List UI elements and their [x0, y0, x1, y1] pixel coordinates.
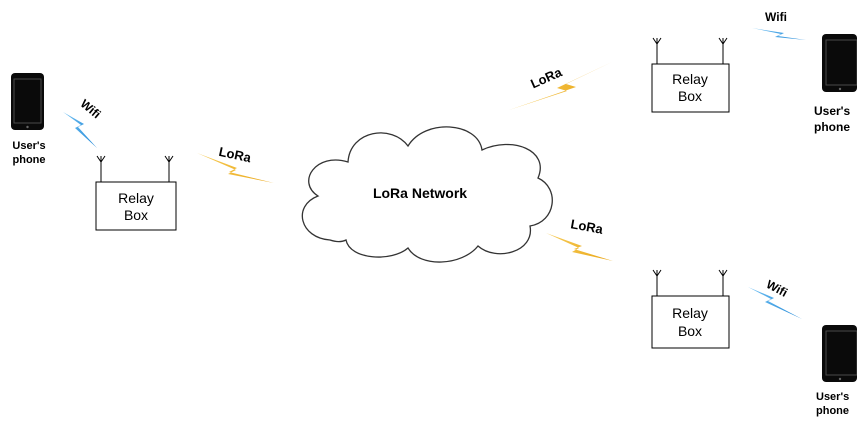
relay-box-label-line1: Relay	[672, 71, 708, 87]
smartphone-icon	[822, 34, 857, 92]
user-phone-bottom-right: User's phone	[816, 325, 857, 417]
wifi-label: Wifi	[78, 97, 104, 122]
phone-label-line2: phone	[13, 154, 46, 166]
phone-label-line2: phone	[816, 405, 849, 417]
phone-label-line1: User's	[816, 391, 849, 403]
relay-box-frame	[651, 63, 730, 113]
wifi-link-top-right: Wifi	[752, 10, 806, 40]
relay-box-left: Relay Box	[95, 155, 177, 231]
relay-box-frame	[651, 295, 730, 349]
cloud-label: LoRa Network	[373, 185, 467, 201]
lightning-bolt-icon	[752, 28, 806, 40]
lightning-bolt-icon	[197, 153, 274, 183]
relay-box-bottom-right: Relay Box	[651, 269, 730, 349]
relay-box-label-line2: Box	[124, 207, 148, 223]
smartphone-icon	[11, 73, 44, 130]
relay-box-label-line1: Relay	[118, 190, 154, 206]
wifi-link-left: Wifi	[63, 97, 103, 148]
lora-network-cloud: LoRa Network	[301, 126, 553, 263]
lora-link-left: LoRa	[197, 144, 274, 183]
wifi-label: Wifi	[765, 10, 787, 24]
lightning-bolt-icon	[546, 233, 613, 261]
lora-link-top-right: LoRa	[506, 62, 612, 111]
relay-box-label-line2: Box	[678, 88, 702, 104]
wifi-link-bottom-right: Wifi	[748, 277, 802, 319]
lora-link-bottom-right: LoRa	[546, 216, 613, 261]
phone-label-line1: User's	[814, 104, 851, 118]
smartphone-icon	[822, 325, 857, 382]
lightning-bolt-icon	[63, 112, 97, 148]
user-phone-left: User's phone	[11, 73, 46, 166]
phone-label-line1: User's	[12, 140, 45, 152]
phone-label-line2: phone	[814, 120, 850, 134]
relay-box-label-line2: Box	[678, 323, 702, 339]
relay-box-top-right: Relay Box	[651, 37, 730, 113]
user-phone-top-right: User's phone	[814, 34, 857, 134]
relay-box-frame	[95, 181, 177, 231]
lora-label: LoRa	[569, 216, 604, 237]
relay-box-label-line1: Relay	[672, 305, 708, 321]
lora-label: LoRa	[217, 144, 253, 166]
